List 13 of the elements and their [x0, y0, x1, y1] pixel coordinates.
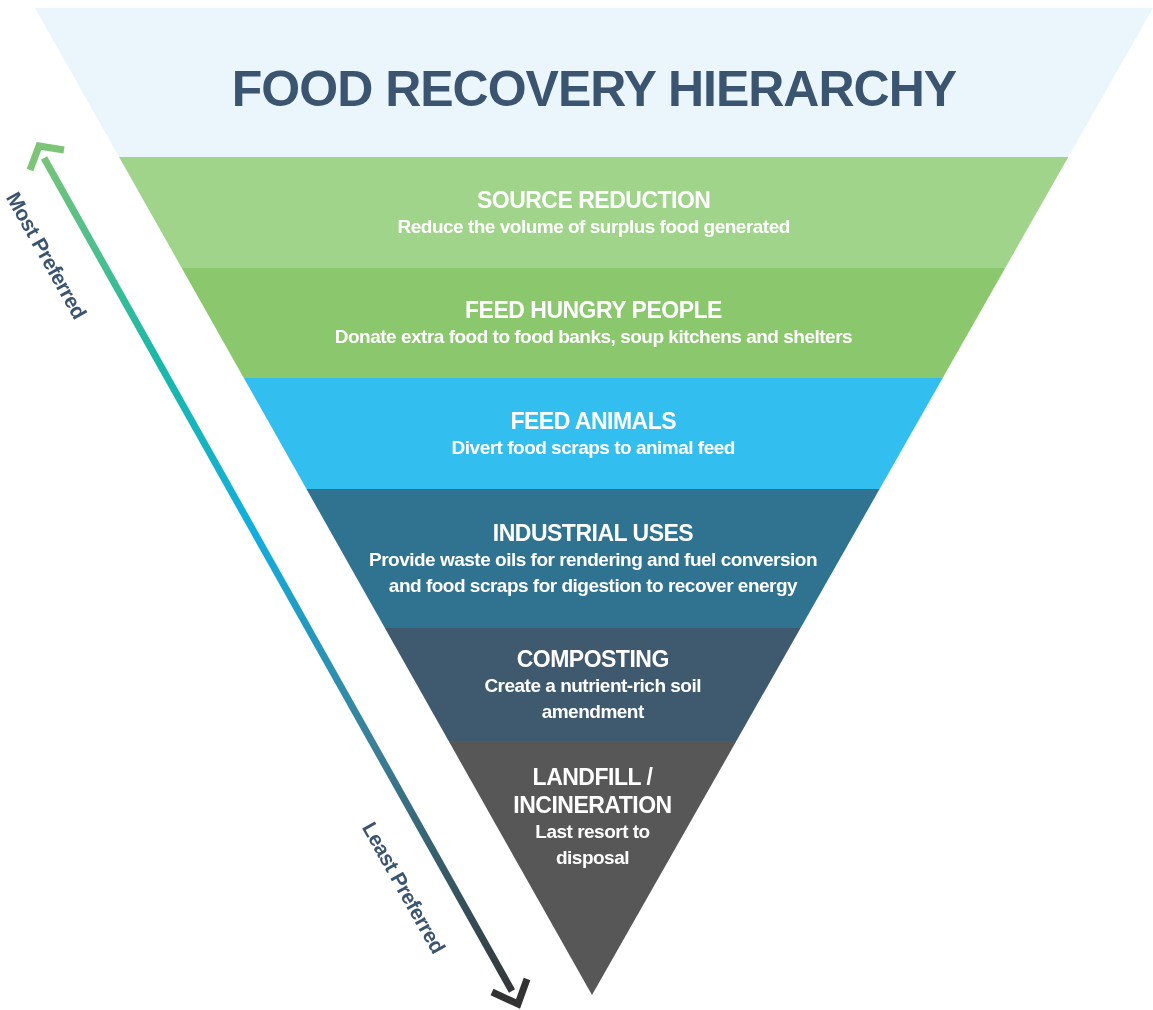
level-heading: INDUSTRIAL USES	[492, 518, 694, 547]
level-description: Divert food scraps to animal feed	[451, 435, 735, 460]
level-heading: FEED ANIMALS	[510, 406, 677, 435]
level-description: Create a nutrient-rich soil amendment	[483, 673, 703, 724]
level-description: Provide waste oils for rendering and fuel conversion and food scraps for digestion to recover energy	[368, 547, 819, 598]
level-description: Reduce the volume of surplus food generated	[397, 214, 790, 239]
level-description: Donate extra food to food banks, soup kitchens and shelters	[334, 325, 853, 349]
level-description: Last resort to disposal	[534, 820, 651, 870]
level-heading: LANDFILL / INCINERATION	[512, 763, 673, 819]
title: FOOD RECOVERY HIERARCHY	[231, 60, 957, 118]
level-heading: SOURCE REDUCTION	[476, 185, 711, 214]
level-heading: FEED HUNGRY PEOPLE	[465, 296, 722, 324]
level-heading: COMPOSTING	[516, 644, 669, 673]
